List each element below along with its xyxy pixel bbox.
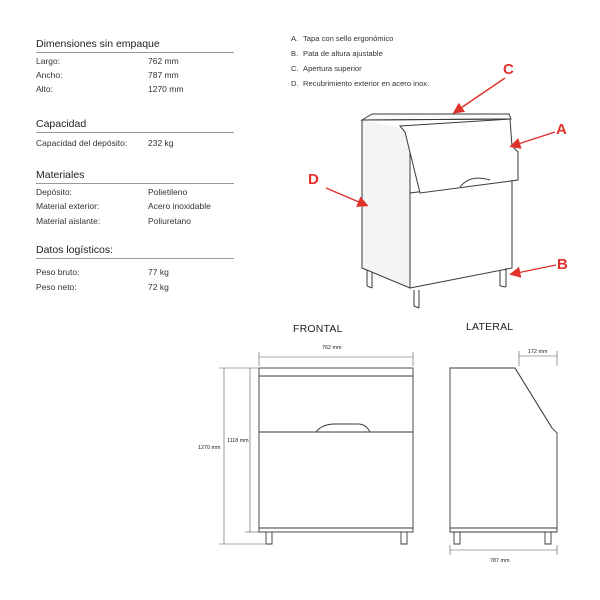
spec-row-material-exterior: Material exterior:Acero inoxidable	[36, 201, 211, 211]
spec-row-largo: Largo:762 mm	[36, 56, 179, 66]
side-view-drawing	[449, 367, 558, 545]
callout-arrows	[325, 77, 557, 278]
spec-row-ancho: Ancho:787 mm	[36, 70, 179, 80]
spec-row-peso-neto: Peso neto:72 kg	[36, 282, 169, 292]
spec-row-material-aislante: Material aislante:Poliuretano	[36, 216, 192, 226]
spec-row-capacidad-deposito: Capacidad del depósito:232 kg	[36, 138, 174, 148]
side-top-label: 172 mm	[528, 349, 548, 355]
front-view-dimensions	[219, 352, 414, 545]
product-illustration	[360, 113, 519, 309]
callout-d: D	[308, 171, 319, 188]
section-title-materiales: Materiales	[36, 169, 234, 184]
legend-item-a: A.Tapa con sello ergonómico	[291, 34, 394, 43]
front-view-title: FRONTAL	[293, 323, 343, 335]
legend-item-d: D.Recubrimiento exterior en acero inox.	[291, 79, 430, 88]
side-view-dimensions	[449, 351, 558, 555]
callout-a: A	[556, 121, 567, 138]
spec-row-peso-bruto: Peso bruto:77 kg	[36, 267, 169, 277]
spec-row-alto: Alto:1270 mm	[36, 84, 184, 94]
front-view-drawing	[258, 367, 414, 545]
callout-c: C	[503, 61, 514, 78]
side-view-title: LATERAL	[466, 321, 514, 333]
legend-item-c: C.Apertura superior	[291, 64, 362, 73]
front-body-height-label: 1118 mm	[227, 438, 249, 444]
callout-b: B	[557, 256, 568, 273]
legend-item-b: B.Pata de altura ajustable	[291, 49, 383, 58]
section-title-logisticos: Datos logísticos:	[36, 244, 234, 259]
front-total-height-label: 1270 mm	[198, 445, 221, 451]
front-width-label: 762 mm	[322, 345, 342, 351]
section-title-capacidad: Capacidad	[36, 118, 234, 133]
spec-row-deposito: Depósito:Polietileno	[36, 187, 188, 197]
section-title-dimensiones: Dimensiones sin empaque	[36, 38, 234, 53]
side-depth-label: 787 mm	[490, 558, 510, 564]
